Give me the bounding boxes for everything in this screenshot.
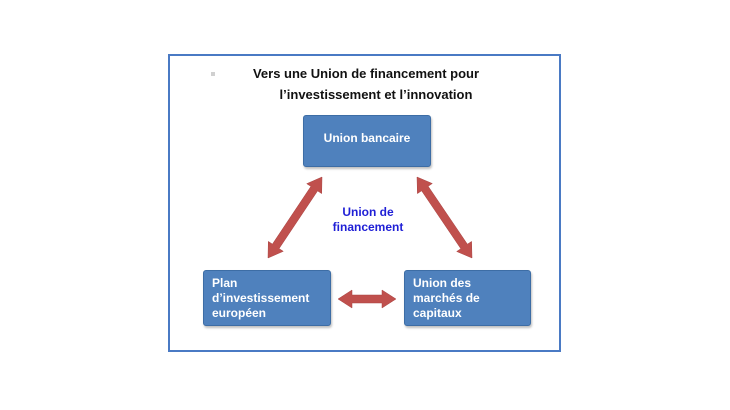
node-capital-line-3: capitaux	[413, 306, 462, 320]
node-plan-line-1: Plan	[212, 276, 238, 290]
node-plan-investissement: Plan d’investissement européen	[203, 270, 331, 326]
node-union-bancaire: Union bancaire	[303, 115, 431, 167]
center-label-line-2: financement	[332, 220, 404, 234]
node-capital-line-1: Union des	[413, 276, 472, 290]
decorative-dot	[211, 72, 215, 76]
center-label-line-1: Union de	[342, 205, 394, 219]
node-plan-line-2: d’investissement	[212, 291, 310, 305]
diagram-title-line-1: Vers une Union de financement pour	[252, 66, 480, 81]
diagram-title-line-2: l’investissement et l’innovation	[279, 87, 473, 102]
center-label-union-financement: Union de financement	[316, 205, 420, 235]
node-capital-line-2: marchés de	[413, 291, 480, 305]
node-union-bancaire-line-1: Union bancaire	[323, 130, 411, 145]
node-plan-line-3: européen	[212, 306, 267, 320]
node-union-marches-capitaux: Union des marchés de capitaux	[404, 270, 531, 326]
arrow-bank-plan	[267, 176, 323, 259]
arrow-plan-capital	[337, 289, 397, 309]
arrow-bank-capital	[416, 176, 473, 259]
